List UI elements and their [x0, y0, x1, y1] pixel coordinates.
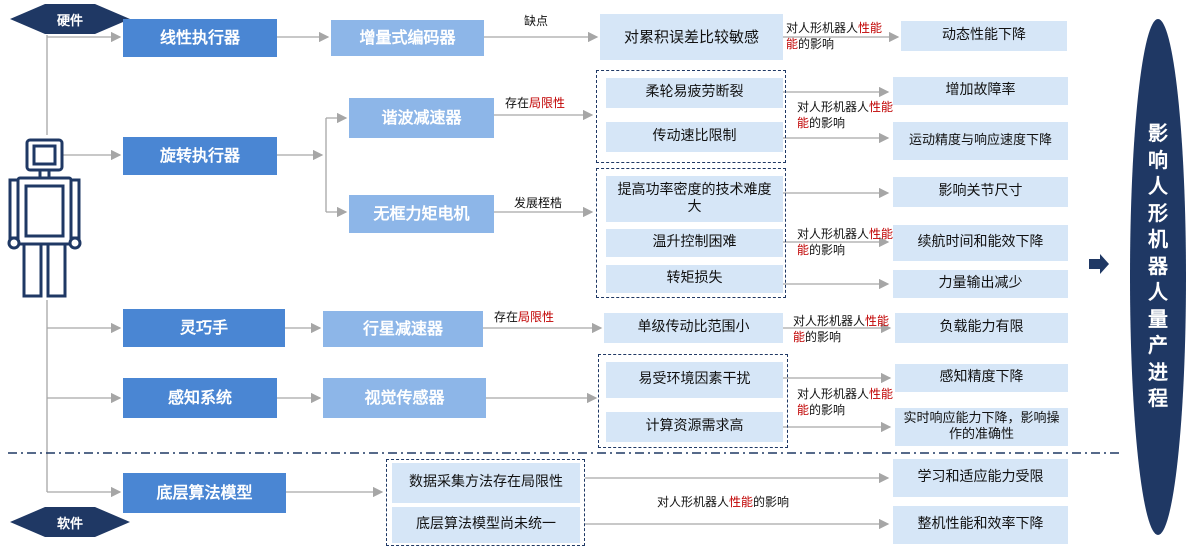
final-char: 人	[1148, 174, 1168, 198]
result-load-capacity: 负载能力有限	[895, 313, 1068, 343]
hardware-tag: 硬件	[56, 14, 83, 29]
result-overall: 整机性能和效率下降	[893, 506, 1068, 544]
ratio-limit: 传动速比限制	[606, 122, 783, 152]
result-force-output: 力量输出减少	[893, 270, 1068, 298]
arrow-right-icon	[1089, 254, 1109, 274]
compute-demand: 计算资源需求高	[606, 412, 783, 442]
final-char: 影	[1148, 121, 1168, 145]
result-perception-precision: 感知精度下降	[895, 364, 1068, 392]
final-char: 人	[1148, 280, 1168, 304]
result-joint-size: 影响关节尺寸	[893, 177, 1068, 207]
final-char: 形	[1148, 200, 1168, 225]
algorithm-issues-group	[386, 459, 585, 546]
software-tag-shape	[10, 507, 130, 537]
hardware-tag-shape	[10, 4, 130, 34]
accum-error-sensitive: 对累积误差比较敏感	[600, 14, 783, 60]
impact-label-3b: 能的影响	[797, 243, 846, 257]
impact-label-5: 对人形机器人性能	[797, 387, 894, 401]
bottleneck-label: 发展桎梏	[514, 196, 563, 210]
impact-label-4b: 能的影响	[793, 330, 842, 344]
defect-label: 缺点	[524, 14, 549, 28]
result-learning: 学习和适应能力受限	[893, 459, 1068, 497]
impact-label-1: 对人形机器人性能	[786, 21, 883, 35]
planetary-reducer: 行星减速器	[323, 311, 483, 347]
impact-label-1b: 能的影响	[786, 37, 835, 51]
impact-label-2b: 能的影响	[797, 116, 846, 130]
final-mass-production-text: 影响人形机器人量产进程	[1140, 120, 1176, 412]
final-char: 产	[1148, 333, 1168, 357]
impact-label-3: 对人形机器人性能	[797, 227, 894, 241]
final-char: 量	[1148, 306, 1168, 331]
data-collection-limitation: 数据采集方法存在局限性	[392, 463, 580, 503]
frameless-torque-motor: 无框力矩电机	[349, 195, 494, 233]
final-char: 响	[1148, 147, 1168, 172]
limitation-label: 存在局限性	[505, 96, 566, 110]
result-endurance: 续航时间和能效下降	[893, 225, 1068, 261]
vision-issues-group	[598, 354, 788, 448]
torque-loss: 转矩损失	[606, 265, 783, 293]
harmonic-issues-group	[596, 70, 786, 163]
env-interference: 易受环境因素干扰	[606, 362, 783, 398]
algorithm-model: 底层算法模型	[123, 473, 286, 513]
impact-label-4: 对人形机器人性能	[793, 314, 890, 328]
result-dynamic-performance: 动态性能下降	[901, 21, 1067, 51]
final-char: 程	[1148, 386, 1168, 410]
final-char: 机	[1148, 227, 1168, 251]
dexterous-hand: 灵巧手	[123, 309, 285, 347]
harmonic-reducer: 谐波减速器	[349, 98, 494, 138]
incremental-encoder: 增量式编码器	[331, 20, 484, 56]
frameless-issues-group	[596, 168, 786, 298]
temp-control-difficulty: 温升控制困难	[606, 229, 783, 257]
final-char: 器	[1148, 253, 1168, 278]
impact-label-5b: 能的影响	[797, 403, 846, 417]
perception-system: 感知系统	[123, 378, 277, 418]
result-fault-rate: 增加故障率	[893, 77, 1068, 105]
result-motion-precision: 运动精度与响应速度下降	[893, 122, 1068, 160]
single-stage-ratio: 单级传动比范围小	[604, 313, 783, 343]
result-realtime-response: 实时响应能力下降，影响操作的准确性	[895, 408, 1068, 446]
power-density-difficulty: 提高功率密度的技术难度大	[606, 176, 783, 222]
final-ellipse	[1130, 19, 1186, 535]
robot-icon	[7, 138, 82, 298]
planetary-limitation-label: 存在局限性	[494, 310, 555, 324]
final-char: 进	[1148, 359, 1168, 384]
linear-actuator: 线性执行器	[123, 19, 277, 57]
impact-label-2: 对人形机器人性能	[797, 100, 894, 114]
rotary-actuator: 旋转执行器	[123, 137, 277, 175]
software-tag: 软件	[56, 517, 83, 532]
impact-label-algorithm: 对人形机器人性能的影响	[657, 495, 790, 509]
vision-sensor: 视觉传感器	[323, 378, 486, 418]
flexspline-fatigue: 柔轮易疲劳断裂	[606, 78, 783, 108]
algorithm-not-unified: 底层算法模型尚未统一	[392, 507, 580, 543]
